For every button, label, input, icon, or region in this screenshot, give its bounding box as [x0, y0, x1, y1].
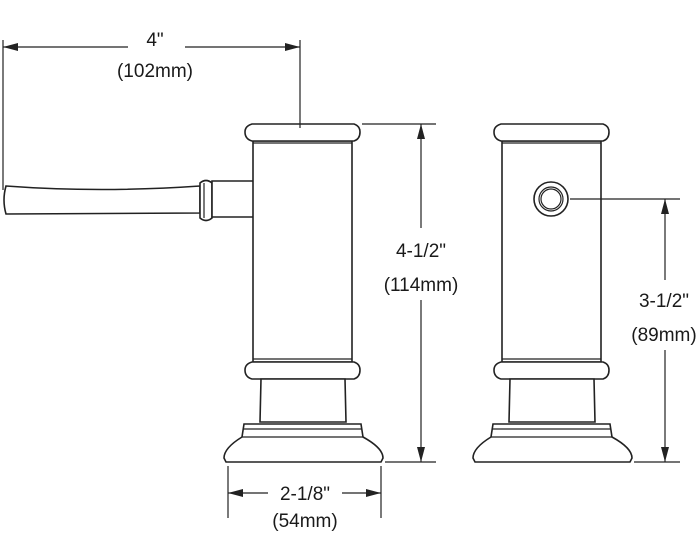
base-diameter-imperial: 2-1/8"	[280, 484, 330, 505]
side-view-lever-handle	[3, 123, 384, 463]
front-top-cap	[493, 123, 610, 142]
dimension-lever-reach: 4" (102mm)	[2, 30, 301, 190]
front-base-flange	[472, 423, 633, 463]
lever-reach-imperial: 4"	[146, 30, 163, 51]
front-body-cylinder	[501, 140, 602, 363]
lower-ring	[244, 361, 361, 380]
neck	[259, 378, 347, 423]
overall-height-metric: (114mm)	[384, 275, 459, 296]
lever-collar	[199, 179, 213, 222]
lever-hub	[211, 180, 257, 218]
lever-reach-metric: (102mm)	[117, 61, 193, 82]
dimension-base-diameter: 2-1/8" (54mm)	[227, 466, 382, 532]
dimension-overall-height: 4-1/2" (114mm)	[362, 123, 459, 463]
lever-arm	[3, 185, 201, 215]
handle-height-imperial: 3-1/2"	[639, 291, 689, 312]
front-view-handle	[472, 123, 633, 463]
overall-height-imperial: 4-1/2"	[396, 241, 446, 262]
base-diameter-metric: (54mm)	[272, 511, 337, 532]
dimension-handle-height: 3-1/2" (89mm)	[570, 198, 697, 463]
top-cap	[244, 123, 361, 142]
handle-height-metric: (89mm)	[631, 325, 696, 346]
front-neck	[508, 378, 596, 423]
front-lower-ring	[493, 361, 610, 380]
base-flange	[223, 423, 384, 463]
body-cylinder	[252, 140, 353, 363]
